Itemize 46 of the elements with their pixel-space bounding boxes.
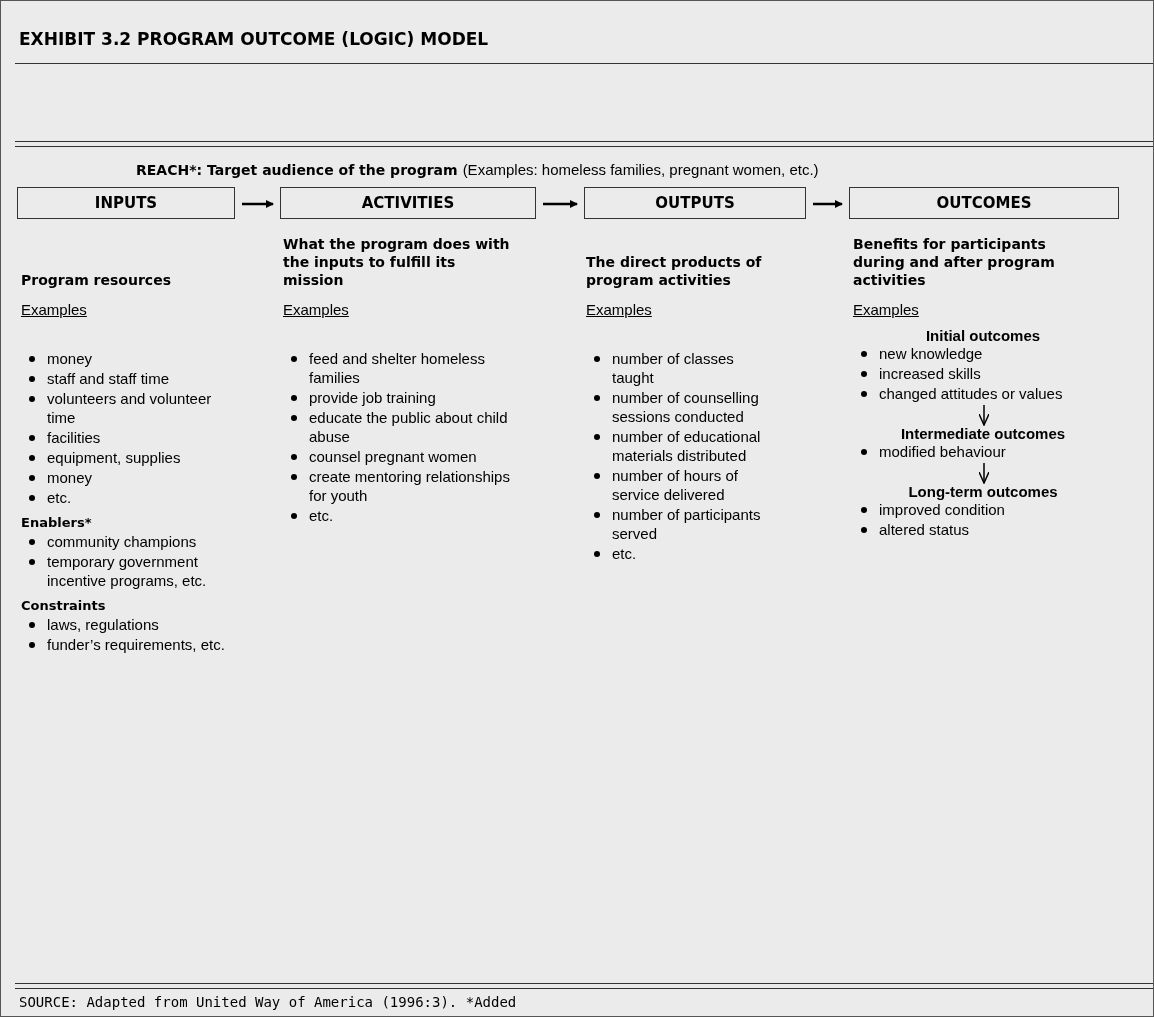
bullet-text: facilities [47, 429, 101, 446]
bullet-text: community champions [47, 533, 197, 550]
bullet-text: counsel pregnant women [309, 448, 477, 465]
bullet-text: money [47, 350, 93, 367]
arrow [543, 200, 578, 208]
reach-heading: REACH*: Target audience of the program [136, 162, 458, 178]
exhibit-title: EXHIBIT 3.2 PROGRAM OUTCOME (LOGIC) MODEL [19, 29, 489, 49]
outcome-heading: Long-term outcomes [908, 483, 1058, 500]
examples-heading: Examples [21, 301, 87, 318]
bullet-text: money [47, 469, 93, 486]
arrow [813, 200, 843, 208]
reach-examples: (Examples: homeless families, pregnant women, etc.) [462, 161, 819, 178]
arrow [242, 200, 274, 208]
bullet-text: staff and staff time [47, 370, 169, 387]
outcome-heading: Initial outcomes [925, 327, 1041, 344]
stage-box: INPUTS [17, 187, 235, 219]
bullet-text: increased skills [879, 365, 981, 382]
column-description: Benefits for participants during and after program activities [853, 235, 1056, 289]
examples-heading: Examples [853, 301, 919, 318]
stage-box: OUTPUTS [584, 187, 806, 219]
bullet-text: changed attitudes or values [879, 385, 1063, 402]
bullet-text: laws, regulations [47, 616, 159, 633]
bullet-text: etc. [612, 545, 637, 562]
bullet-text: new knowledge [879, 345, 983, 362]
bullet-text: modified behaviour [879, 443, 1006, 460]
arrow [978, 404, 990, 426]
column-description: What the program does with the inputs to fulfill its mission [283, 235, 511, 289]
examples-heading: Examples [283, 301, 349, 318]
examples-heading: Examples [586, 301, 652, 318]
column-description: Program resources [21, 271, 171, 289]
source-note: SOURCE: Adapted from United Way of America (1996:3). *Added [19, 994, 517, 1010]
stage-box: OUTCOMES [849, 187, 1119, 219]
bullet-text: altered status [879, 521, 970, 538]
bullet-text: equipment, supplies [47, 449, 181, 466]
outcome-heading: Intermediate outcomes [900, 425, 1066, 442]
subheading: Constraints [21, 598, 106, 613]
subheading: Enablers* [21, 515, 92, 530]
bullet-text: provide job training [309, 389, 436, 406]
bullet-text: temporary government incentive programs, etc. [47, 553, 207, 589]
column-description: The direct products of program activities [586, 253, 763, 289]
bullet-text: etc. [309, 507, 334, 524]
bullet-text: improved condition [879, 501, 1005, 518]
bullet-text: etc. [47, 489, 72, 506]
arrow [978, 462, 990, 484]
stage-box: ACTIVITIES [280, 187, 536, 219]
bullet-text: funder’s requirements, etc. [47, 636, 225, 653]
